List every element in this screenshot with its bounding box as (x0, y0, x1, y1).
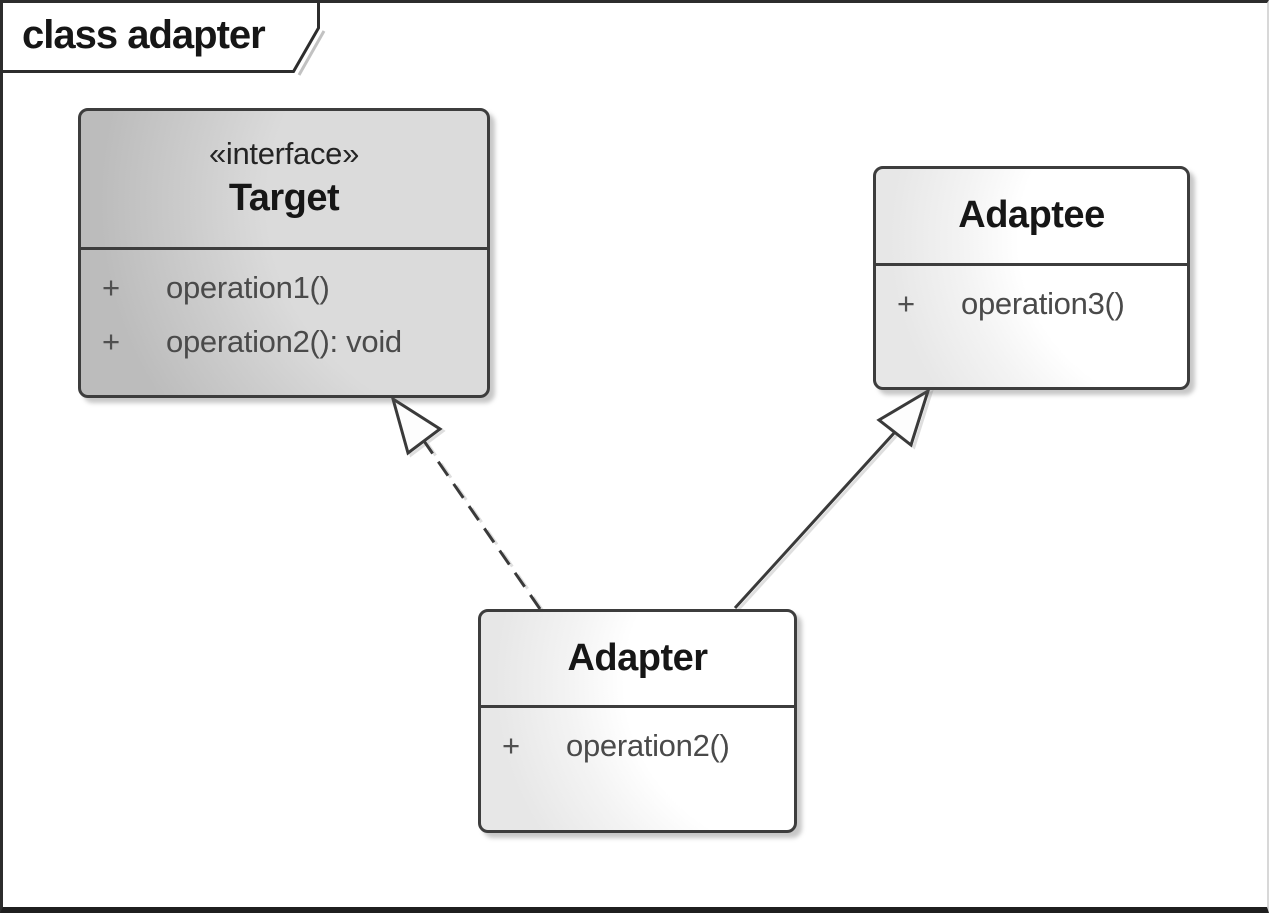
target-title-compartment: «interface» Target (81, 111, 487, 250)
visibility-symbol: + (897, 286, 915, 321)
visibility-symbol: + (102, 270, 120, 305)
operation-row: + operation3() (876, 277, 1187, 331)
frame-tab-shadow (297, 30, 326, 76)
operation-row: + operation2(): void (81, 315, 487, 369)
frame-title-tab (0, 0, 326, 76)
frame-title: class adapter (22, 13, 266, 57)
target-class-name: Target (228, 177, 340, 220)
generalization-arrow-adapter-to-adaptee (733, 387, 934, 612)
class-box-adaptee: Adaptee + operation3() (873, 166, 1190, 390)
target-stereotype: «interface» (208, 136, 360, 172)
operation-row: + operation1() (81, 261, 487, 315)
frame-tab-shape (0, 0, 320, 73)
adapter-operations-compartment: + operation2() (481, 708, 794, 773)
realization-line (422, 440, 542, 610)
visibility-symbol: + (502, 728, 520, 763)
operation-row: + operation2() (481, 719, 794, 773)
adaptee-class-name: Adaptee (958, 194, 1105, 237)
class-box-target: «interface» Target + operation1() + oper… (78, 108, 490, 398)
adaptee-operations-compartment: + operation3() (876, 266, 1187, 331)
generalization-line (733, 430, 897, 610)
realization-arrow-adapter-to-target (390, 395, 545, 612)
class-box-adapter: Adapter + operation2() (478, 609, 797, 833)
generalization-hollow-triangle-icon (876, 387, 931, 448)
operation-signature: operation3() (961, 286, 1125, 321)
adapter-title-compartment: Adapter (481, 612, 794, 708)
adapter-class-name: Adapter (567, 636, 708, 679)
realization-hollow-triangle-icon (390, 395, 443, 456)
operation-signature: operation2(): void (166, 324, 402, 359)
target-operations-compartment: + operation1() + operation2(): void (81, 250, 487, 369)
visibility-symbol: + (102, 324, 120, 359)
operation-signature: operation2() (566, 728, 730, 763)
adaptee-title-compartment: Adaptee (876, 169, 1187, 266)
operation-signature: operation1() (166, 270, 330, 305)
